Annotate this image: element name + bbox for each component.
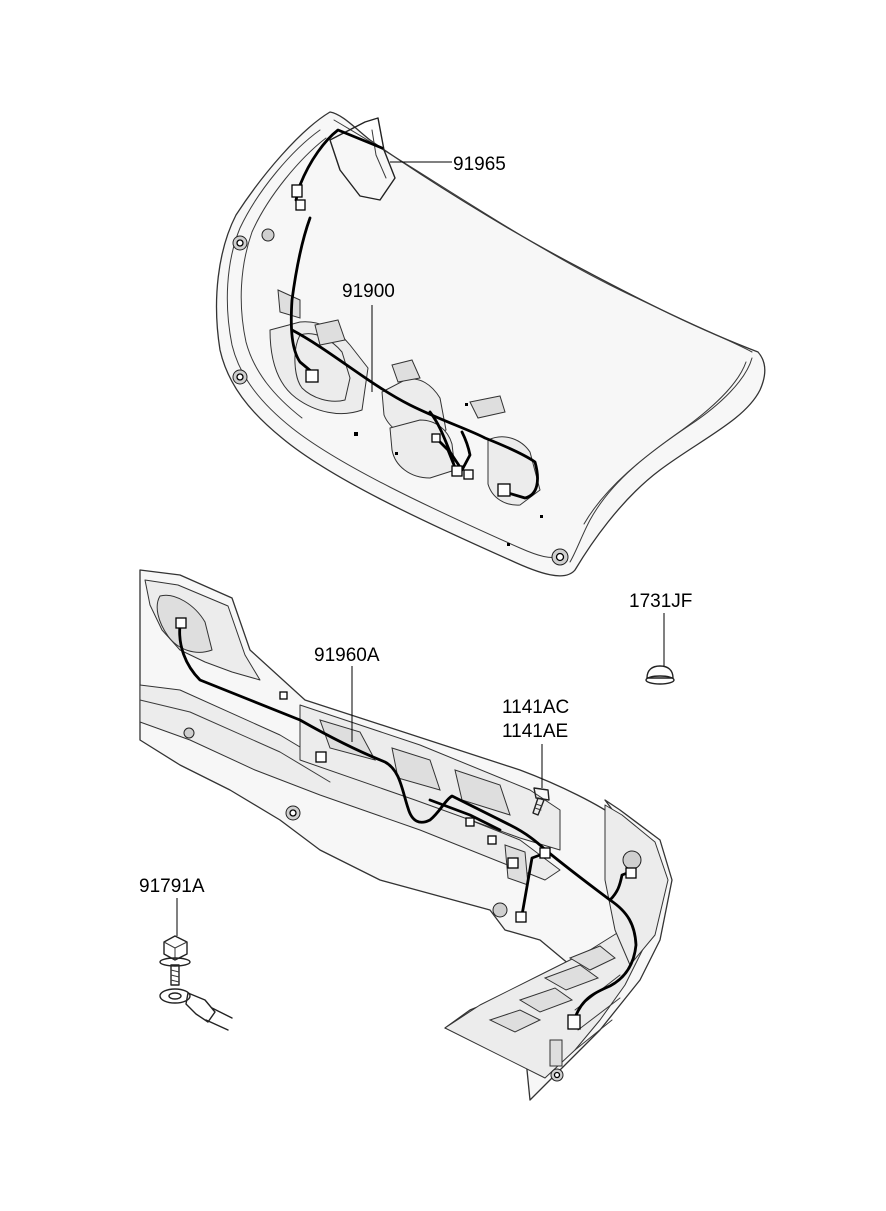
- trunk-lid-illustration: [215, 111, 766, 577]
- part-label-91900: 91900: [342, 281, 395, 302]
- grommet-cap-part: [645, 665, 675, 685]
- ground-screw-with-terminal-part: [159, 935, 233, 1031]
- leader-lines: [176, 161, 665, 936]
- part-label-91960a: 91960A: [314, 645, 380, 666]
- part-label-1141ae: 1141AE: [502, 721, 568, 742]
- part-label-1141ac: 1141AC: [502, 697, 569, 718]
- bolt-part: [532, 787, 550, 816]
- part-label-1731jf: 1731JF: [629, 591, 692, 612]
- part-label-91965: 91965: [453, 154, 506, 175]
- part-label-91791a: 91791A: [139, 876, 205, 897]
- rear-panel-illustration: [139, 569, 673, 1101]
